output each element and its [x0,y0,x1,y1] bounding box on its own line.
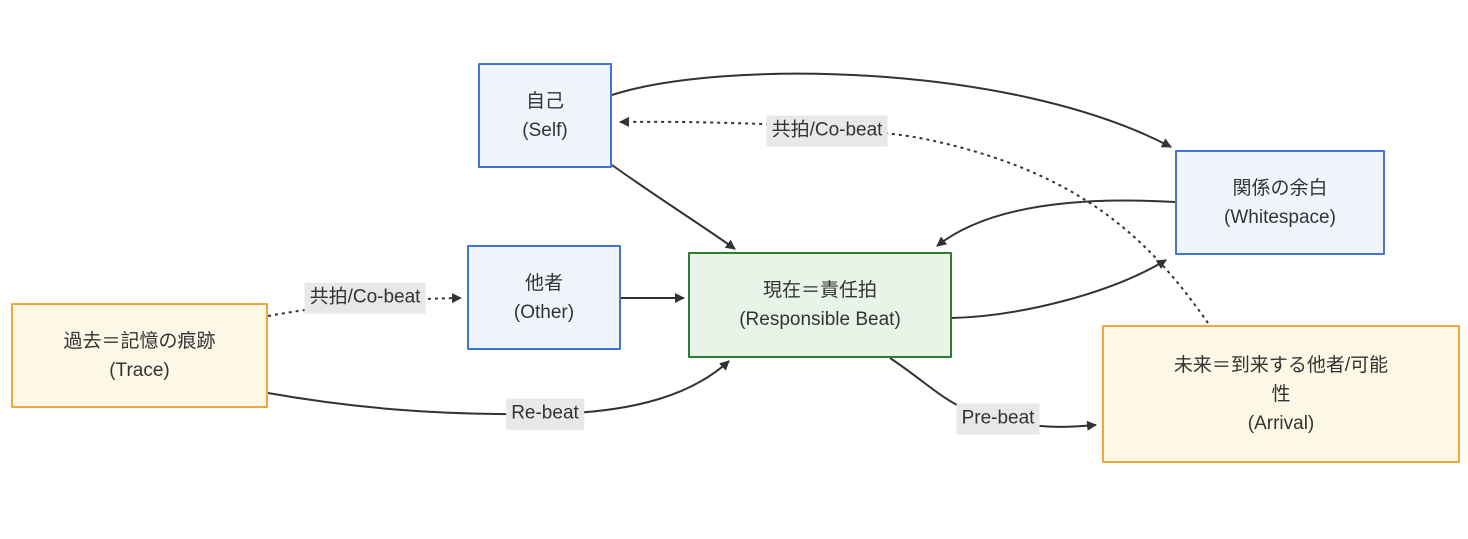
node-whitespace: 関係の余白 (Whitespace) [1175,150,1385,255]
node-whitespace-label-jp: 関係の余白 [1232,177,1328,199]
node-arrival-label-jp-line1: 未来＝到来する他者/可能 [1173,354,1389,376]
node-other-label-jp: 他者 [524,272,563,294]
node-arrival: 未来＝到来する他者/可能 性 (Arrival) [1102,325,1460,463]
edge-trace-to-responsible-beat [267,360,730,416]
node-self-label-en: (Self) [522,119,568,141]
node-self-label-jp: 自己 [525,90,564,112]
edge-arrival-to-self [619,116,1209,324]
node-trace: 過去＝記憶の痕跡 (Trace) [11,303,268,408]
node-whitespace-label-en: (Whitespace) [1224,206,1336,228]
edge-self-to-whitespace [611,72,1172,148]
node-self: 自己 (Self) [478,63,612,168]
edge-whitespace-to-responsible-beat [936,199,1176,247]
node-responsible-beat-label-en: (Responsible Beat) [739,309,901,330]
node-other: 他者 (Other) [467,245,621,350]
edge-trace-to-other [267,293,462,317]
node-arrival-label-en: (Arrival) [1247,412,1315,434]
edge-label-re-beat: Re-beat [506,398,584,430]
edge-label-pre-beat: Pre-beat [956,403,1040,435]
node-trace-label-jp: 過去＝記憶の痕跡 [63,330,216,352]
node-responsible-beat: 現在＝責任拍 (Responsible Beat) [688,252,952,358]
edge-label-co-beat-left: 共拍/Co-beat [304,282,426,314]
node-responsible-beat-label-jp: 現在＝責任拍 [762,280,877,301]
node-trace-label-en: (Trace) [109,359,170,381]
node-other-label-en: (Other) [513,301,575,323]
edge-self-to-responsible-beat [611,164,736,250]
node-arrival-label-jp-line2: 性 [1271,383,1291,405]
edge-responsible-beat-to-whitespace [951,259,1167,319]
edge-label-co-beat-top: 共拍/Co-beat [766,115,888,147]
